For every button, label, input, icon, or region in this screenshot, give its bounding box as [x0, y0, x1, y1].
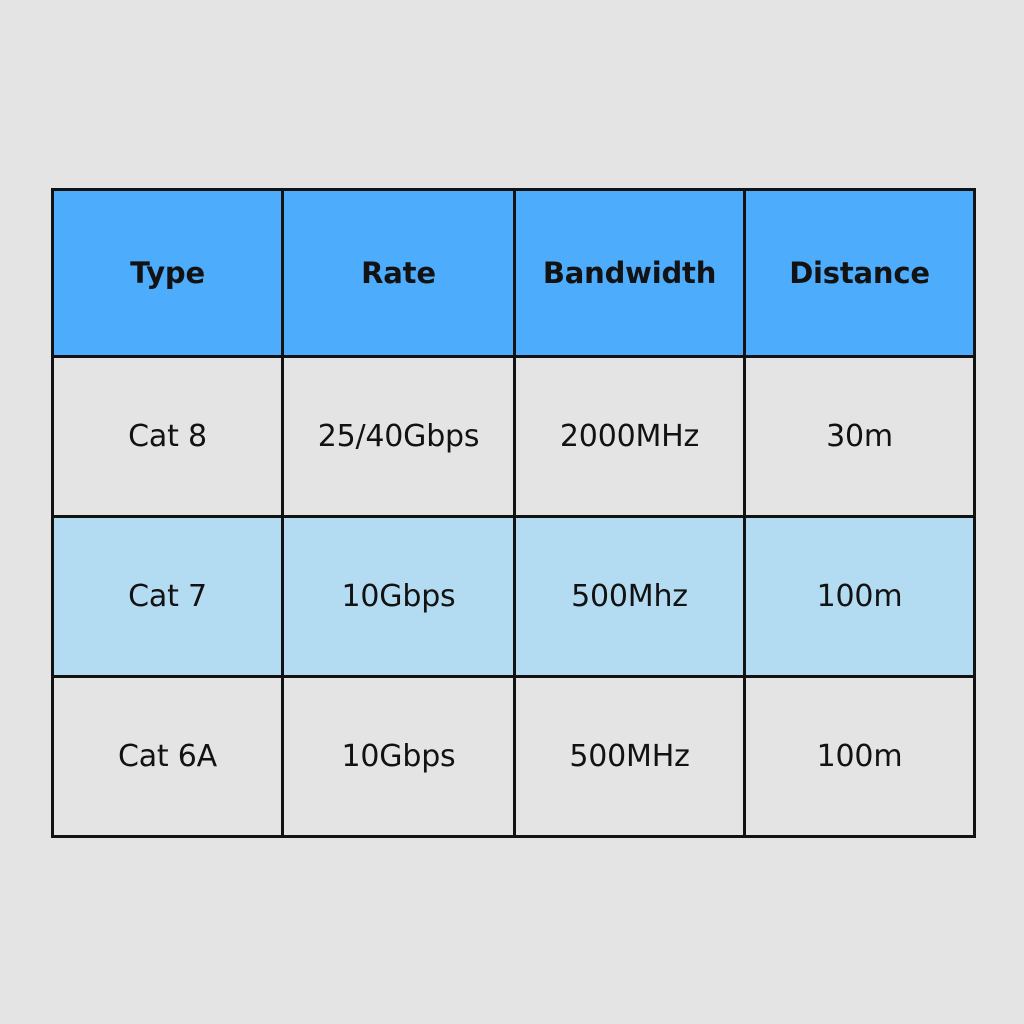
table-row: Cat 8 25/40Gbps 2000MHz 30m: [51, 355, 976, 518]
cell-type: Cat 7: [51, 515, 284, 678]
cable-specification-table: Type Rate Bandwidth Distance Cat 8 25/40…: [51, 188, 976, 838]
cell-bandwidth: 2000MHz: [513, 355, 746, 518]
cell-distance: 30m: [743, 355, 976, 518]
cell-distance: 100m: [743, 515, 976, 678]
table-header: Type Rate Bandwidth Distance: [51, 188, 976, 358]
cell-rate: 25/40Gbps: [281, 355, 516, 518]
table-row: Cat 6A 10Gbps 500MHz 100m: [51, 675, 976, 838]
cell-type: Cat 6A: [51, 675, 284, 838]
column-header-distance: Distance: [743, 188, 976, 358]
table-row-highlighted: Cat 7 10Gbps 500Mhz 100m: [51, 515, 976, 678]
cell-rate: 10Gbps: [281, 675, 516, 838]
column-header-rate: Rate: [281, 188, 516, 358]
cell-bandwidth: 500MHz: [513, 675, 746, 838]
cell-bandwidth: 500Mhz: [513, 515, 746, 678]
cell-rate: 10Gbps: [281, 515, 516, 678]
cell-type: Cat 8: [51, 355, 284, 518]
table-body: Cat 8 25/40Gbps 2000MHz 30m Cat 7 10Gbps…: [51, 355, 976, 838]
column-header-type: Type: [51, 188, 284, 358]
table-header-row: Type Rate Bandwidth Distance: [51, 188, 976, 358]
cell-distance: 100m: [743, 675, 976, 838]
spec-table-container: Type Rate Bandwidth Distance Cat 8 25/40…: [51, 188, 976, 838]
column-header-bandwidth: Bandwidth: [513, 188, 746, 358]
